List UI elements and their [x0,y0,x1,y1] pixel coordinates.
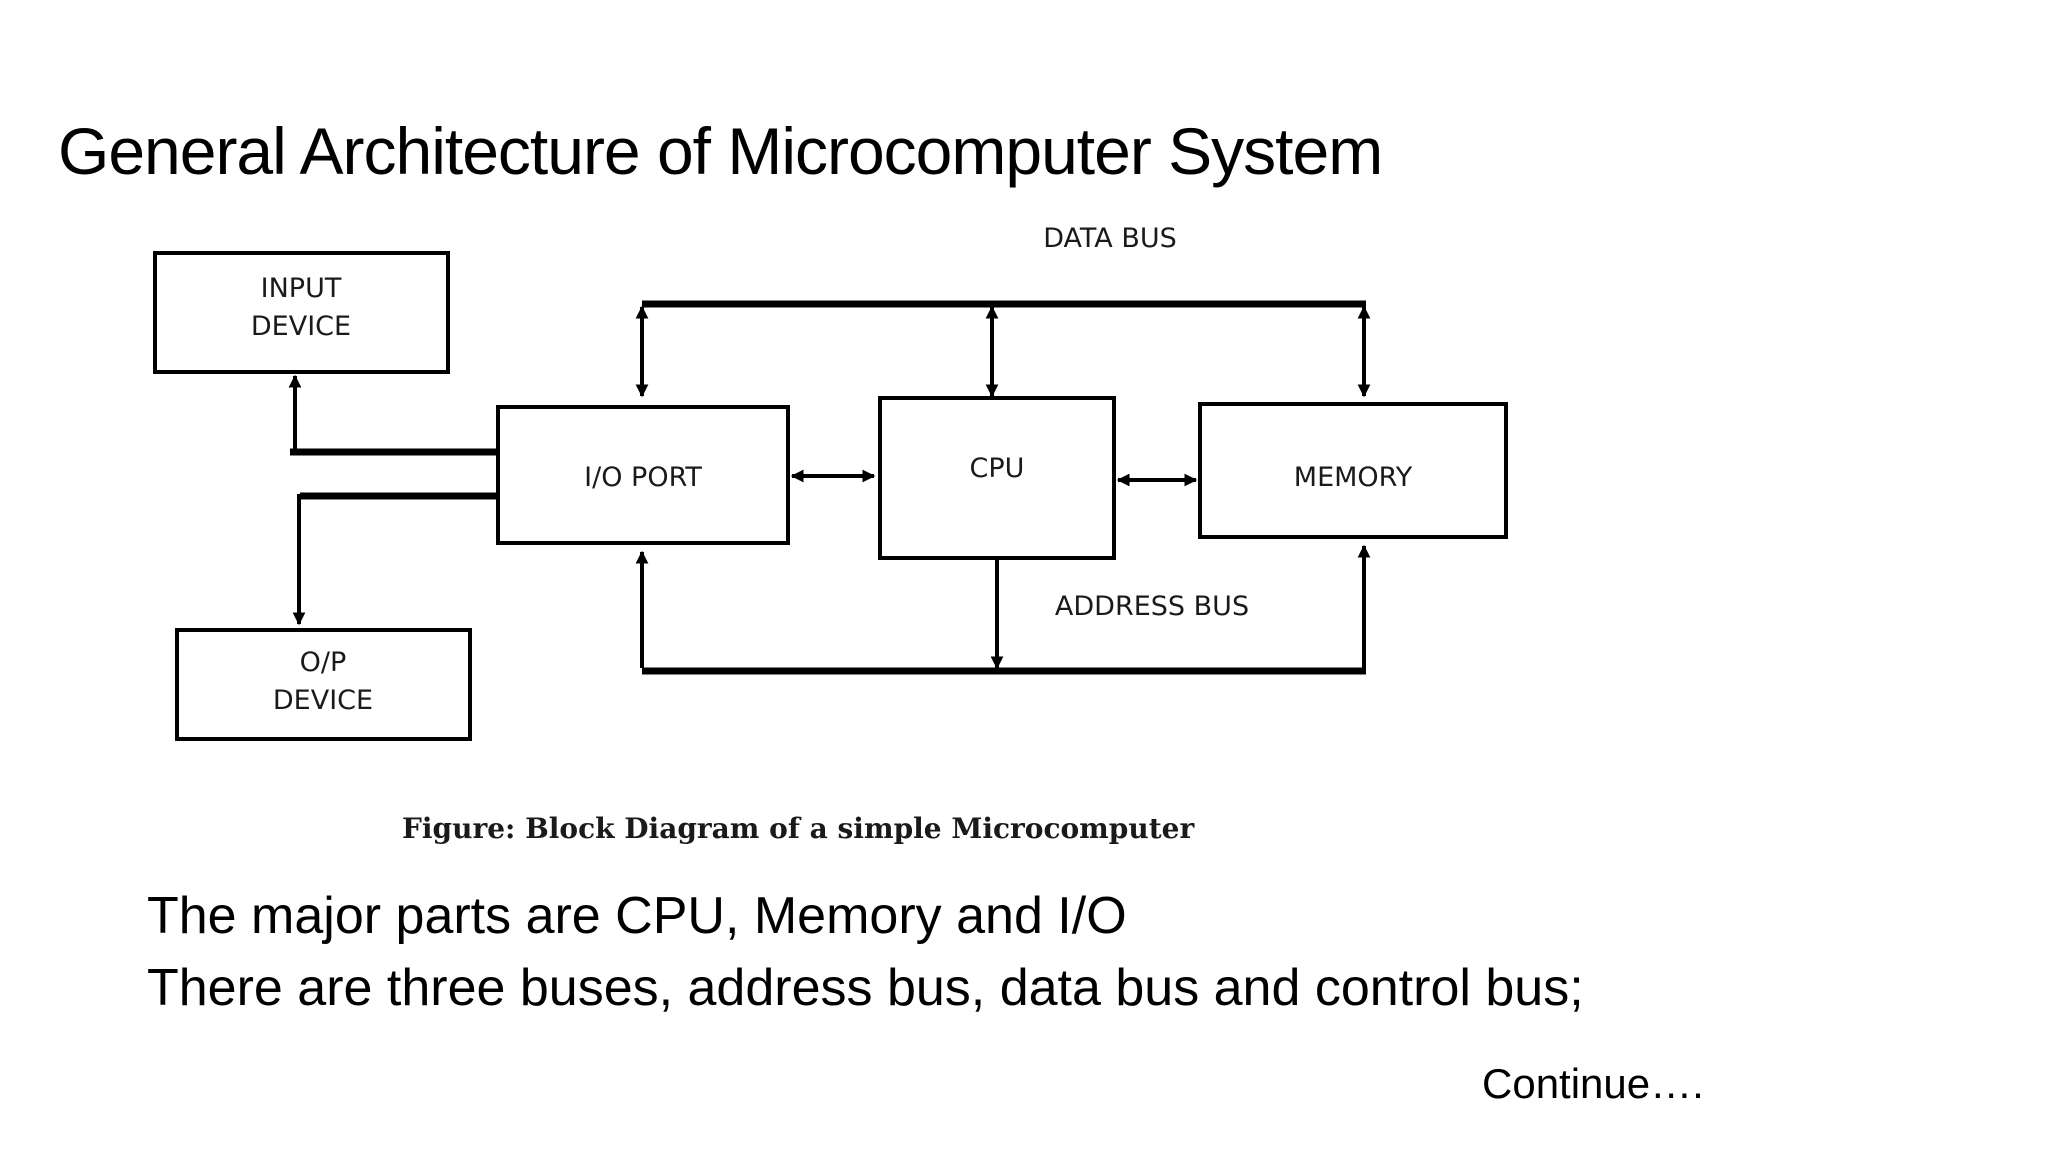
output-device-box [175,628,472,741]
address-bus: ADDRESS BUS [635,544,1371,675]
io-port-block: I/O PORT [496,405,790,545]
cpu-block: CPU [878,396,1116,560]
figure-caption: Figure: Block Diagram of a simple Microc… [402,812,1195,845]
data-bus: DATA BUS [635,223,1371,398]
cpu-box [878,396,1116,560]
input-connection [288,374,498,456]
cpu-label: CPU [970,453,1025,484]
body-line: There are three buses, address bus, data… [147,959,1584,1017]
output-device-label-line2: DEVICE [273,685,373,716]
memory-label: MEMORY [1294,462,1413,493]
output-device-block: O/P DEVICE [175,628,472,741]
input-device-label-line2: DEVICE [251,311,351,342]
body-line: The major parts are CPU, Memory and I/O [147,887,1127,945]
slide-title: General Architecture of Microcomputer Sy… [58,114,1383,188]
output-device-label-line1: O/P [300,647,347,678]
memory-block: MEMORY [1198,402,1508,539]
address-bus-label: ADDRESS BUS [1055,591,1249,622]
io-port-box [496,405,790,545]
input-device-box [153,251,450,374]
continue-text: Continue…. [1482,1060,1704,1107]
input-device-label-line1: INPUT [261,273,342,304]
memory-box [1198,402,1508,539]
input-device-block: INPUT DEVICE [153,251,450,374]
output-connection [292,492,498,626]
data-bus-label: DATA BUS [1043,223,1177,254]
body-text: The major parts are CPU, Memory and I/O … [147,880,1584,1024]
io-port-label: I/O PORT [584,462,702,493]
